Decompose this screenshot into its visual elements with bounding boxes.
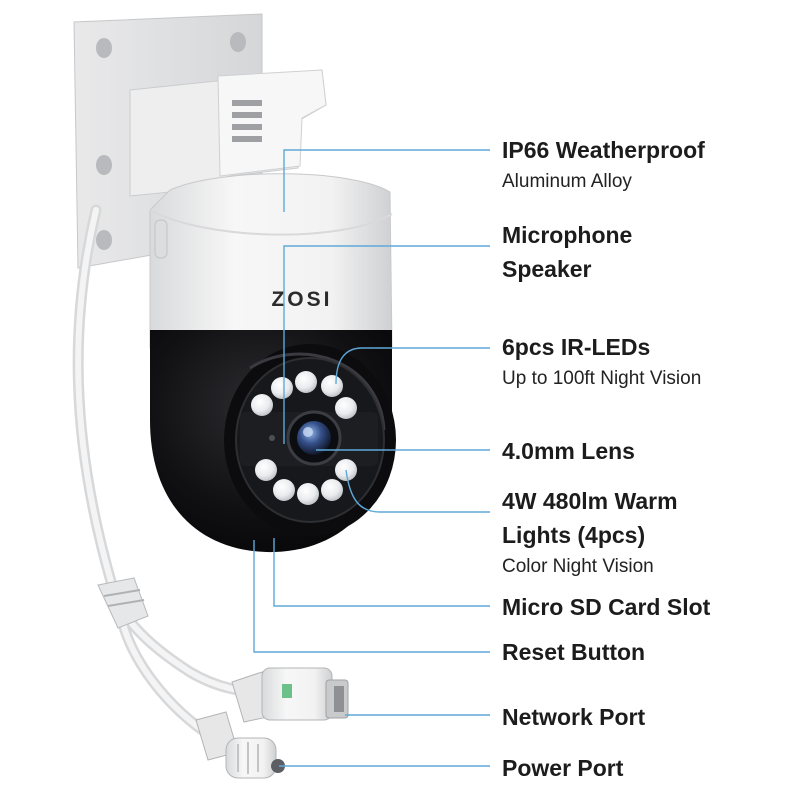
feature-ir-leds: 6pcs IR-LEDs Up to 100ft Night Vision	[502, 330, 701, 394]
feature-sd-slot: Micro SD Card Slot	[502, 590, 710, 624]
feature-title: Microphone	[502, 222, 633, 248]
leader-weatherproof	[283, 149, 490, 212]
led	[295, 371, 317, 393]
feature-title: 4.0mm Lens	[502, 438, 635, 464]
feature-power-port: Power Port	[502, 751, 623, 785]
led	[335, 397, 357, 419]
feature-microphone-speaker: Microphone Speaker	[502, 218, 632, 286]
led	[251, 394, 273, 416]
feature-title: 4W 480lm Warm	[502, 488, 678, 514]
feature-network-port: Network Port	[502, 700, 645, 734]
led	[255, 459, 277, 481]
led	[297, 483, 319, 505]
feature-title: 6pcs IR-LEDs	[502, 334, 651, 360]
microphone-hole	[269, 435, 275, 441]
leader-warm-lights	[345, 469, 490, 513]
network-connector	[231, 667, 349, 723]
led	[271, 377, 293, 399]
power-connector	[195, 711, 285, 779]
feature-title: Network Port	[502, 704, 646, 730]
feature-subtitle: Color Night Vision	[502, 556, 654, 577]
feature-reset-button: Reset Button	[502, 635, 645, 669]
cable-junction	[97, 577, 149, 629]
camera-housing: ZOSI	[149, 173, 393, 349]
feature-lens: 4.0mm Lens	[502, 434, 635, 468]
feature-title-2: Lights (4pcs)	[502, 522, 646, 548]
feature-subtitle: Up to 100ft Night Vision	[502, 368, 702, 389]
leader-microphone	[283, 245, 490, 444]
led	[321, 479, 343, 501]
leader-lines	[253, 149, 490, 767]
led	[273, 479, 295, 501]
leader-ir-leds	[335, 347, 490, 385]
leader-reset	[253, 540, 490, 653]
feature-title: Micro SD Card Slot	[502, 594, 711, 620]
led-ring	[251, 371, 357, 505]
feature-warm-lights: 4W 480lm Warm Lights (4pcs) Color Night …	[502, 484, 678, 582]
feature-weatherproof: IP66 Weatherproof Aluminum Alloy	[502, 133, 705, 197]
feature-title: Power Port	[502, 755, 624, 781]
feature-title: Reset Button	[502, 639, 646, 665]
feature-title: IP66 Weatherproof	[502, 137, 705, 163]
feature-title-2: Speaker	[502, 256, 592, 282]
feature-subtitle: Aluminum Alloy	[502, 171, 632, 192]
leader-sd-slot	[273, 538, 490, 607]
led	[321, 375, 343, 397]
brand-logo: ZOSI	[271, 288, 332, 311]
